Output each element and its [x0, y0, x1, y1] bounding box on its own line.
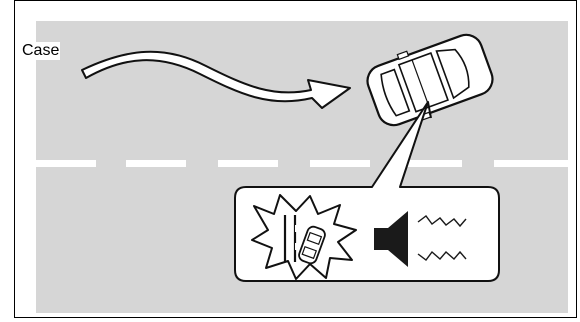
case-label: Case: [21, 42, 60, 60]
road-top-stripe: [36, 17, 568, 21]
